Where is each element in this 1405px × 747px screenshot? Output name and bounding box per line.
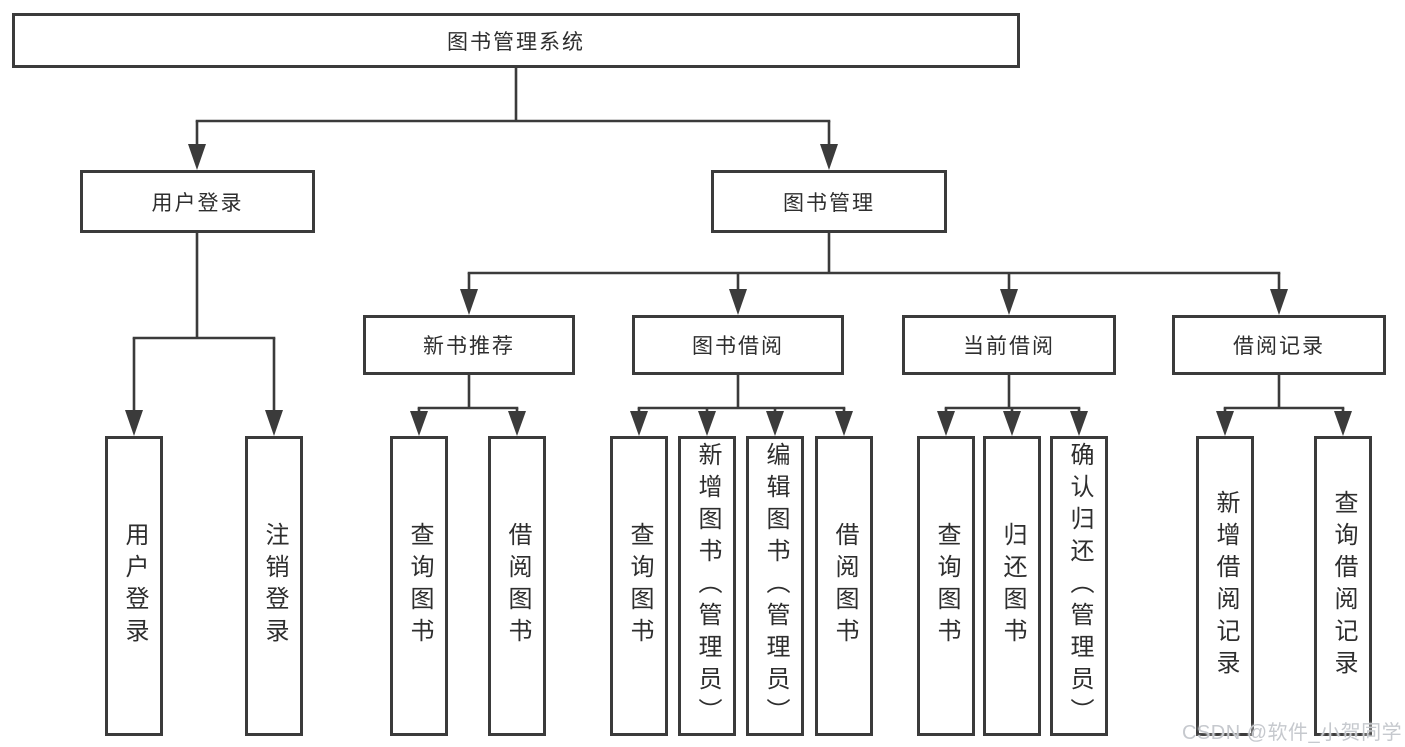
connector-borrow-to-leaves: [630, 375, 853, 436]
node-label: 借阅图书: [831, 522, 858, 650]
connector-root-to-level2: [188, 68, 838, 170]
node-label: 新增借阅记录: [1212, 490, 1239, 682]
node-label: 图书管理: [783, 191, 875, 215]
connector-userlogin-to-leaves: [125, 233, 283, 436]
node-label: 用户登录: [151, 191, 244, 215]
leaf-confirm-return-admin: 确认归还（管理员）: [1050, 436, 1108, 736]
node-label: 查询图书: [406, 522, 433, 650]
node-label: 新书推荐: [423, 335, 515, 358]
node-label: 用户登录: [121, 522, 148, 650]
node-label: 归还图书: [999, 522, 1026, 650]
leaf-add-borrow-record: 新增借阅记录: [1196, 436, 1254, 736]
node-label: 借阅记录: [1233, 335, 1325, 358]
csdn-watermark: CSDN @软件_小贺同学: [1182, 722, 1403, 744]
connector-records-to-leaves: [1216, 375, 1352, 436]
connector-current-to-leaves: [937, 375, 1088, 436]
node-label: 新增图书（管理员）: [694, 442, 721, 730]
node-root-system: 图书管理系统: [12, 13, 1020, 68]
leaf-borrow-books-1: 借阅图书: [488, 436, 546, 736]
leaf-return-book: 归还图书: [983, 436, 1041, 736]
node-label: 图书管理系统: [447, 30, 585, 54]
node-label: 查询图书: [626, 522, 653, 650]
node-book-management: 图书管理: [711, 170, 947, 233]
leaf-query-borrow-record: 查询借阅记录: [1314, 436, 1372, 736]
node-label: 查询借阅记录: [1330, 490, 1357, 682]
leaf-user-login: 用户登录: [105, 436, 163, 736]
node-label: 注销登录: [261, 522, 288, 650]
node-label: 编辑图书（管理员）: [762, 442, 789, 730]
node-label: 借阅图书: [504, 522, 531, 650]
leaf-edit-book-admin: 编辑图书（管理员）: [746, 436, 804, 736]
node-label: 查询图书: [933, 522, 960, 650]
node-borrow-records: 借阅记录: [1172, 315, 1386, 375]
leaf-borrow-books-2: 借阅图书: [815, 436, 873, 736]
node-user-login: 用户登录: [80, 170, 315, 233]
leaf-query-books-2: 查询图书: [610, 436, 668, 736]
leaf-query-books-1: 查询图书: [390, 436, 448, 736]
leaf-logout: 注销登录: [245, 436, 303, 736]
node-label: 确认归还（管理员）: [1066, 442, 1093, 730]
leaf-add-book-admin: 新增图书（管理员）: [678, 436, 736, 736]
node-new-book-recommend: 新书推荐: [363, 315, 575, 375]
node-book-borrow: 图书借阅: [632, 315, 844, 375]
node-label: 当前借阅: [963, 335, 1055, 358]
leaf-query-books-3: 查询图书: [917, 436, 975, 736]
node-label: 图书借阅: [692, 335, 784, 358]
connector-newbook-to-leaves: [410, 375, 526, 436]
connector-bookmgmt-to-level3: [460, 233, 1288, 315]
node-current-borrow: 当前借阅: [902, 315, 1116, 375]
